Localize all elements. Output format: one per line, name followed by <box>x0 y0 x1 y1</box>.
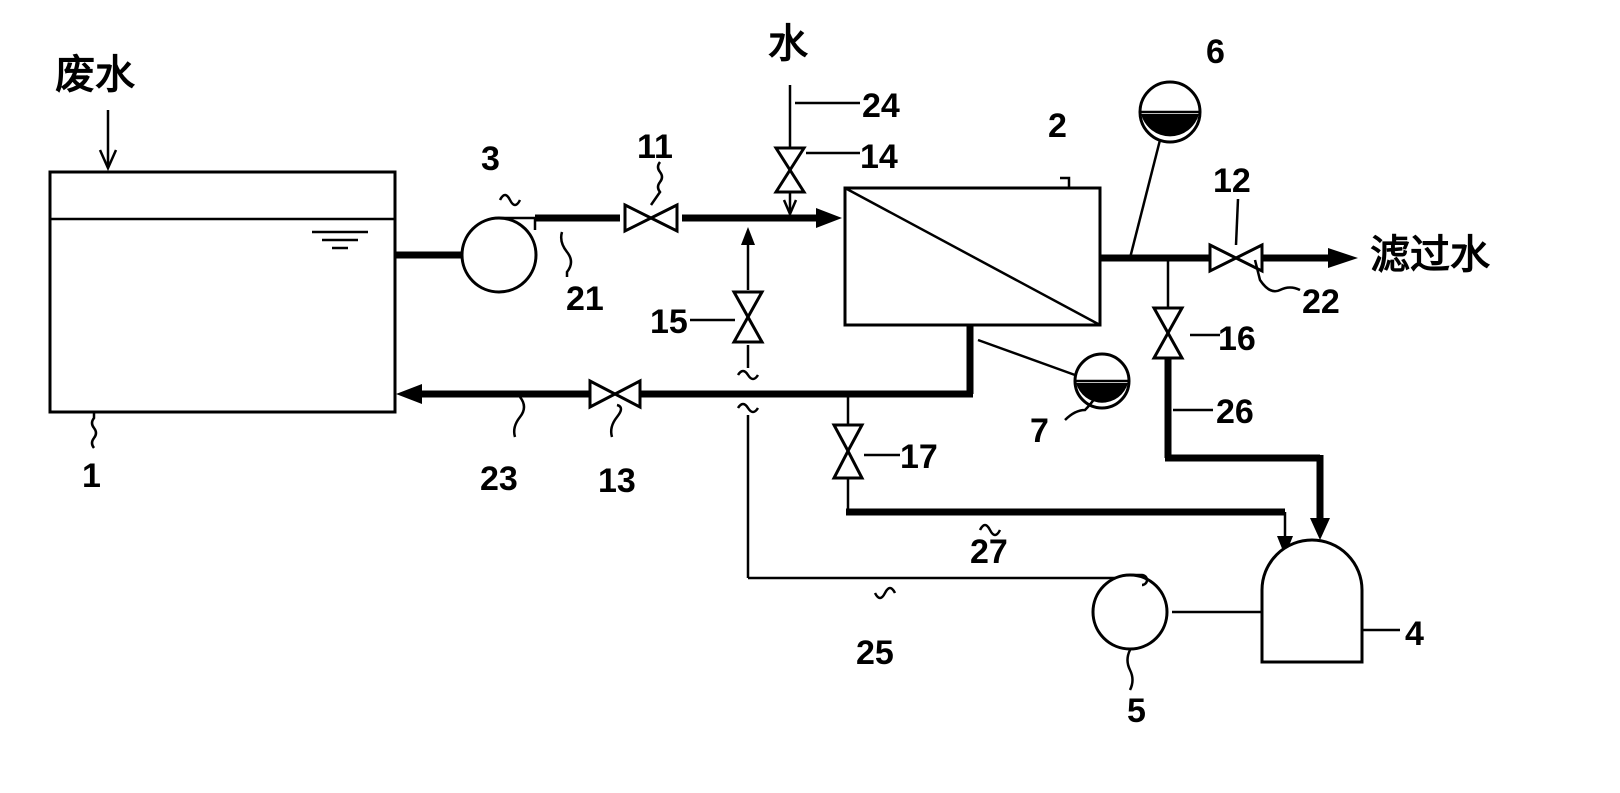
feed-line-21 <box>395 208 842 259</box>
label-valve-12: 12 <box>1213 162 1251 200</box>
leader-lines <box>90 101 1400 691</box>
label-valve-11: 11 <box>637 128 673 166</box>
backwash-tank <box>1260 538 1364 664</box>
label-pump-3: 3 <box>481 140 500 178</box>
wastewater-inlet-arrow <box>98 110 118 172</box>
label-valve-13: 13 <box>598 462 636 500</box>
valve-11 <box>623 202 679 234</box>
label-tank-1: 1 <box>82 457 101 495</box>
bypass-line-15 <box>736 227 760 578</box>
label-module-2: 2 <box>1048 107 1067 145</box>
label-valve-17: 17 <box>900 438 938 476</box>
label-line-21: 21 <box>566 280 604 318</box>
label-valve-16: 16 <box>1218 320 1256 358</box>
label-gauge-6: 6 <box>1206 33 1225 71</box>
label-valve-14: 14 <box>860 138 898 176</box>
pressure-gauge-7 <box>977 338 1131 410</box>
label-line-23: 23 <box>480 460 518 498</box>
valve-15 <box>731 290 765 344</box>
valve-16 <box>1151 306 1185 360</box>
water-label: 水 <box>768 21 809 67</box>
pressure-gauge-6 <box>1128 80 1202 259</box>
backwash-line-26 <box>1164 258 1330 540</box>
label-valve-15: 15 <box>650 303 688 341</box>
wastewater-tank <box>48 170 397 414</box>
label-line-26: 26 <box>1216 393 1254 431</box>
backwash-line-25 <box>748 576 1262 614</box>
return-line-23 <box>396 325 974 404</box>
wastewater-label: 废水 <box>55 52 136 98</box>
drain-line-27 <box>846 394 1293 556</box>
label-tank-4: 4 <box>1405 615 1424 653</box>
label-line-22: 22 <box>1302 283 1340 321</box>
valve-12 <box>1208 242 1264 274</box>
backwash-pump <box>1091 573 1169 651</box>
label-line-24: 24 <box>862 87 900 125</box>
membrane-module <box>843 186 1102 327</box>
feed-pump <box>460 216 538 294</box>
water-line-24 <box>782 85 798 218</box>
filtrate-line-22 <box>1100 248 1358 268</box>
label-pump-5: 5 <box>1127 692 1146 730</box>
valve-17 <box>831 423 865 480</box>
valve-14 <box>773 146 807 194</box>
valve-13 <box>588 378 642 410</box>
label-line-27: 27 <box>970 533 1008 571</box>
filtrate-label: 滤过水 <box>1370 232 1491 278</box>
label-gauge-7: 7 <box>1030 412 1049 450</box>
label-line-25: 25 <box>856 634 894 672</box>
